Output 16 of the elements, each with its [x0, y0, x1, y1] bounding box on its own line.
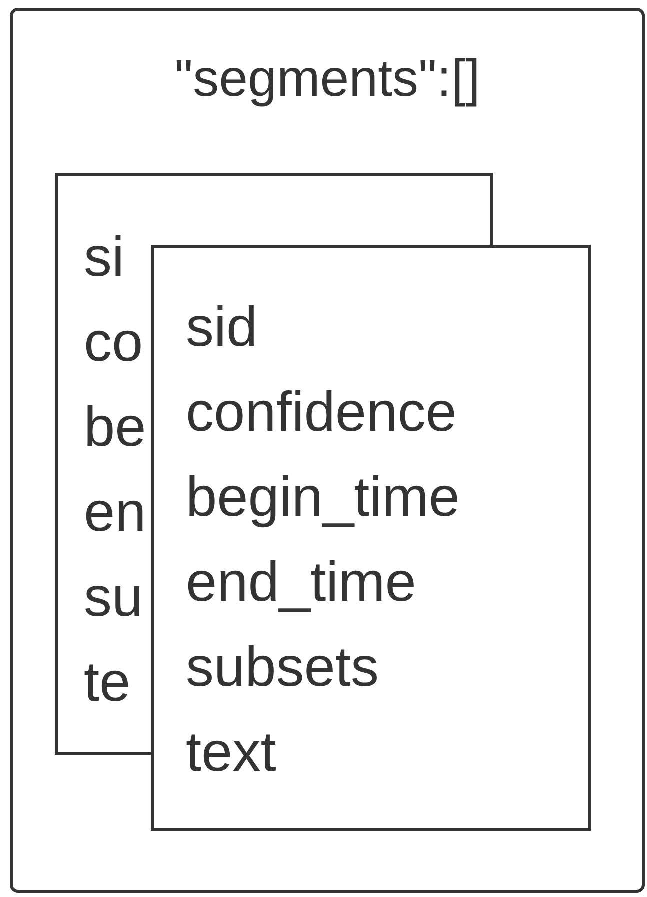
field-name: co — [84, 310, 144, 373]
field-name: begin_time — [186, 465, 460, 528]
field-name: end_time — [186, 550, 416, 613]
field-name: text — [186, 720, 276, 783]
outer-box — [10, 8, 645, 893]
field-name: si — [84, 225, 124, 288]
field-name: en — [84, 480, 146, 543]
field-name: su — [84, 565, 144, 628]
field-name: be — [84, 395, 146, 458]
card-box — [151, 245, 591, 831]
field-name: confidence — [186, 380, 457, 443]
field-name: te — [84, 650, 131, 713]
card-box — [55, 173, 151, 755]
field-name: subsets — [186, 635, 379, 698]
field-name: sid — [186, 295, 258, 358]
heading: "segments":[] — [174, 49, 482, 110]
